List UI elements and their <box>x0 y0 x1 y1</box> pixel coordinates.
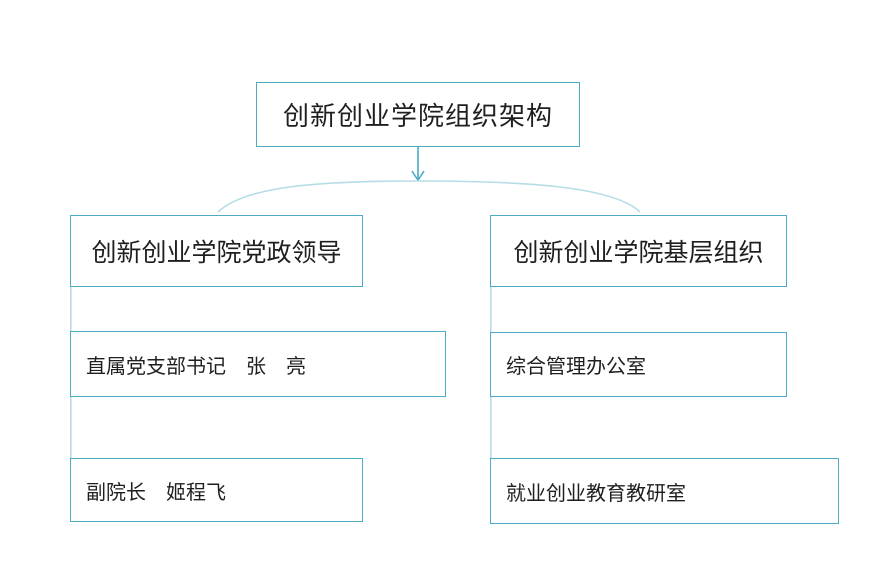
node-party-secretary: 直属党支部书记 张 亮 <box>70 331 446 397</box>
branch-arc <box>217 180 641 213</box>
node-branch-grassroots-orgs: 创新创业学院基层组织 <box>490 215 787 287</box>
arrow-head-icon <box>411 170 425 182</box>
node-employment-education-office: 就业创业教育教研室 <box>490 458 839 524</box>
node-root-title: 创新创业学院组织架构 <box>256 82 580 147</box>
node-general-management-office: 综合管理办公室 <box>490 332 787 397</box>
node-branch-party-leadership: 创新创业学院党政领导 <box>70 215 363 287</box>
node-vice-dean: 副院长 姬程飞 <box>70 458 363 522</box>
